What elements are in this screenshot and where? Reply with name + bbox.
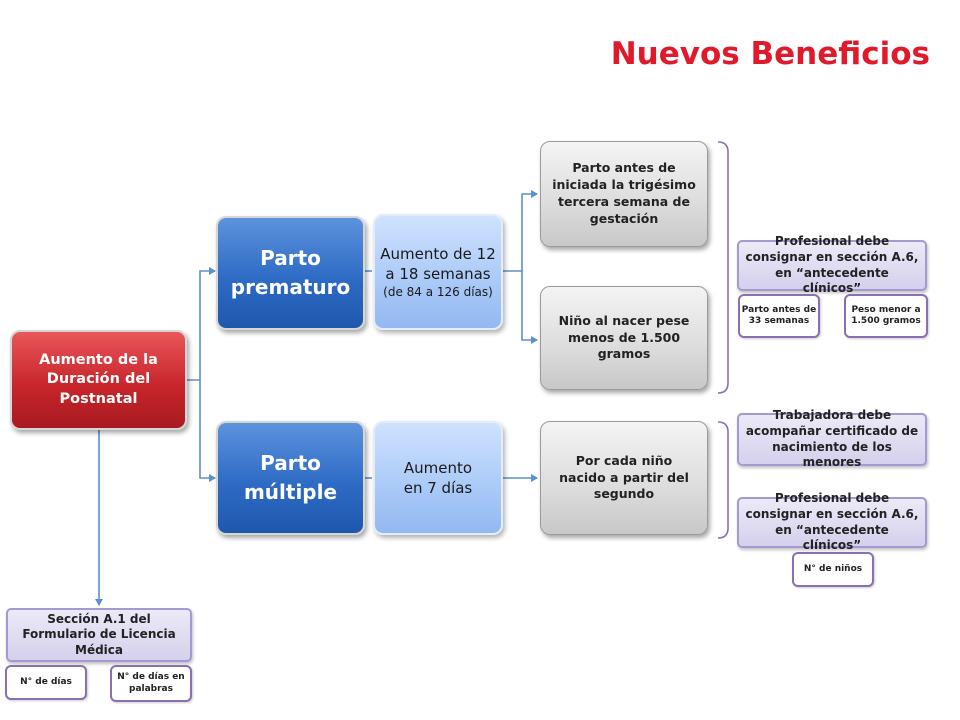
tag-premature-weight: Peso menor a 1.500 gramos [844,294,928,338]
connector-increase-condition-2 [521,271,538,344]
root-node: Aumento de la Duración del Postnatal [10,330,187,430]
connector-root-premature [187,267,216,381]
multiple-label: Parto múltiple [243,451,338,504]
multiple-condition: Por cada niño nacido a partir del segund… [540,421,708,535]
tag-days-words: N° de días en palabras [110,665,192,702]
multiple-requirement-2-text: Profesional debe consignar en sección A.… [745,491,919,553]
premature-increase-sub: (de 84 a 126 días) [383,285,493,300]
multiple-requirement-1: Trabajadora debe acompañar certificado d… [737,408,927,469]
connector-root-multiple [199,380,216,482]
page-title: Nuevos Beneficios [610,36,930,72]
bracket-premature [717,141,729,394]
connector-increase-condition-1 [503,190,538,272]
tag-premature-weeks-text: Parto antes de 33 semanas [741,304,817,326]
multiple-requirement-2: Profesional debe consignar en sección A.… [737,491,927,552]
tag-days-text: N° de días [20,676,72,687]
premature-requirement: Profesional debe consignar en sección A.… [737,234,927,295]
multiple-node: Parto múltiple [216,421,365,535]
multiple-requirement-1-text: Trabajadora debe acompañar certificado d… [745,408,919,470]
premature-condition-1-text: Parto antes de iniciada la trigésimo ter… [552,160,696,226]
form-section-node: Sección A.1 del Formulario de Licencia M… [6,608,192,662]
root-label: Aumento de la Duración del Postnatal [39,351,158,407]
tag-children-count: N° de niños [792,552,874,587]
premature-label: Parto prematuro [230,246,351,299]
premature-condition-2-text: Niño al nacer pese menos de 1.500 gramos [558,312,690,362]
tag-days-words-text: N° de días en palabras [117,672,185,694]
multiple-increase-label: Aumento en 7 días [403,458,473,497]
form-section-text: Sección A.1 del Formulario de Licencia M… [22,611,176,657]
premature-increase-main: Aumento de 12 a 18 semanas [380,244,496,283]
tag-days: N° de días [5,665,87,700]
tag-premature-weight-text: Peso menor a 1.500 gramos [851,304,921,326]
premature-increase-node: Aumento de 12 a 18 semanas (de 84 a 126 … [373,214,503,330]
premature-condition-2: Niño al nacer pese menos de 1.500 gramos [540,286,708,390]
multiple-increase-node: Aumento en 7 días [373,421,503,535]
premature-condition-1: Parto antes de iniciada la trigésimo ter… [540,141,708,247]
multiple-condition-text: Por cada niño nacido a partir del segund… [559,452,689,502]
tag-children-count-text: N° de niños [803,563,863,574]
premature-node: Parto prematuro [216,216,365,330]
tag-premature-weeks: Parto antes de 33 semanas [738,294,820,338]
bracket-multiple [717,421,729,539]
premature-requirement-text: Profesional debe consignar en sección A.… [745,234,919,296]
